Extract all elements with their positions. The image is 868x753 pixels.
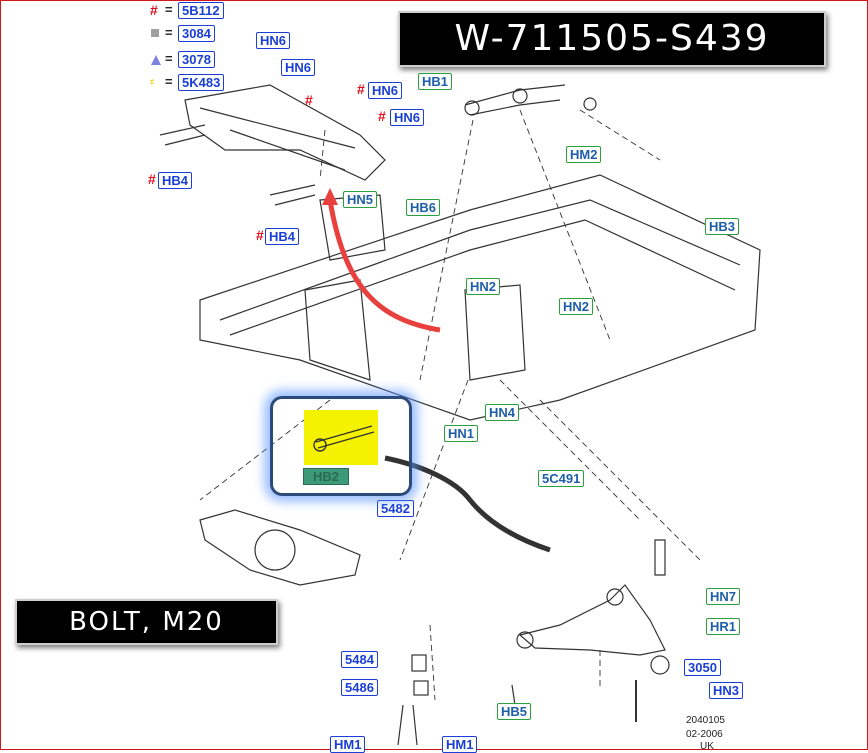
- callout-hn6[interactable]: HN6: [368, 82, 403, 99]
- legend-code: 5K483: [178, 74, 225, 91]
- drawing-region: UK: [700, 741, 714, 752]
- callout-hb5[interactable]: HB5: [497, 703, 532, 720]
- callout-5484[interactable]: 5484: [341, 651, 378, 668]
- callout-hn5[interactable]: HN5: [343, 191, 378, 208]
- callout-hn6[interactable]: HN6: [281, 59, 316, 76]
- legend-equals: =: [165, 74, 173, 89]
- legend-equals: =: [165, 2, 173, 17]
- highlighted-bolt[interactable]: [310, 418, 380, 458]
- hash-mark: #: [148, 171, 156, 187]
- drawing-date: 02-2006: [686, 729, 723, 740]
- callout-hn2[interactable]: HN2: [559, 298, 594, 315]
- lower-control-arm: [518, 584, 666, 656]
- legend-code: 5B112: [178, 2, 224, 19]
- callout-hb6[interactable]: HB6: [406, 199, 441, 216]
- callout-hn7[interactable]: HN7: [706, 588, 741, 605]
- stabilizer-bar: [384, 455, 551, 553]
- highlight-fill: [304, 410, 378, 465]
- callout-hn1[interactable]: HN1: [444, 425, 479, 442]
- legend-equals: =: [165, 25, 173, 40]
- callout-5482[interactable]: 5482: [377, 500, 414, 517]
- triangle-icon: [150, 51, 164, 67]
- callout-hb2[interactable]: HB2: [303, 468, 350, 485]
- callout-5c491[interactable]: 5C491: [538, 470, 585, 487]
- callout-hn6[interactable]: HN6: [390, 109, 425, 126]
- drawing-number: 2040105: [686, 715, 725, 726]
- hash-mark: #: [357, 81, 365, 97]
- callout-5486[interactable]: 5486: [341, 679, 378, 696]
- callout-hn3[interactable]: HN3: [709, 682, 744, 699]
- callout-hn6[interactable]: HN6: [256, 32, 291, 49]
- callout-hb4[interactable]: HB4: [265, 228, 300, 245]
- legend-code: 3084: [178, 25, 215, 42]
- callout-hn4[interactable]: HN4: [485, 404, 520, 421]
- callout-hm1[interactable]: HM1: [330, 736, 366, 753]
- red-arrow: [327, 199, 441, 333]
- callout-3050[interactable]: 3050: [684, 659, 721, 676]
- selected-part-highlight-box[interactable]: [270, 396, 412, 496]
- differential-part: [199, 509, 361, 586]
- callout-hr1[interactable]: HR1: [706, 618, 741, 635]
- legend-code: 3078: [178, 51, 215, 68]
- callout-hm1[interactable]: HM1: [442, 736, 478, 753]
- callout-hm2[interactable]: HM2: [566, 146, 602, 163]
- hash-symbol-icon: #: [150, 2, 158, 18]
- hash-mark: #: [256, 227, 264, 243]
- hash-mark: #: [378, 108, 386, 124]
- grease-mark-icon: ⸗: [150, 74, 154, 88]
- crossmember-part: [184, 84, 386, 181]
- callout-hn2[interactable]: HN2: [466, 278, 501, 295]
- part-description-banner: BOLT, M20: [15, 599, 278, 645]
- frame-bracket: [464, 284, 526, 381]
- callout-hb4[interactable]: HB4: [158, 172, 193, 189]
- frame-rail: [199, 174, 761, 421]
- callout-hb1[interactable]: HB1: [418, 73, 453, 90]
- callout-hb3[interactable]: HB3: [705, 218, 740, 235]
- upper-control-arm: [464, 84, 566, 116]
- part-number-banner: W-711505-S439: [398, 11, 826, 67]
- hash-mark: #: [305, 92, 313, 108]
- bolt-hb4-lower: [269, 184, 316, 206]
- bolt-hb4-upper: [159, 124, 206, 146]
- legend-equals: =: [165, 51, 173, 66]
- gray-square-icon: [150, 25, 164, 41]
